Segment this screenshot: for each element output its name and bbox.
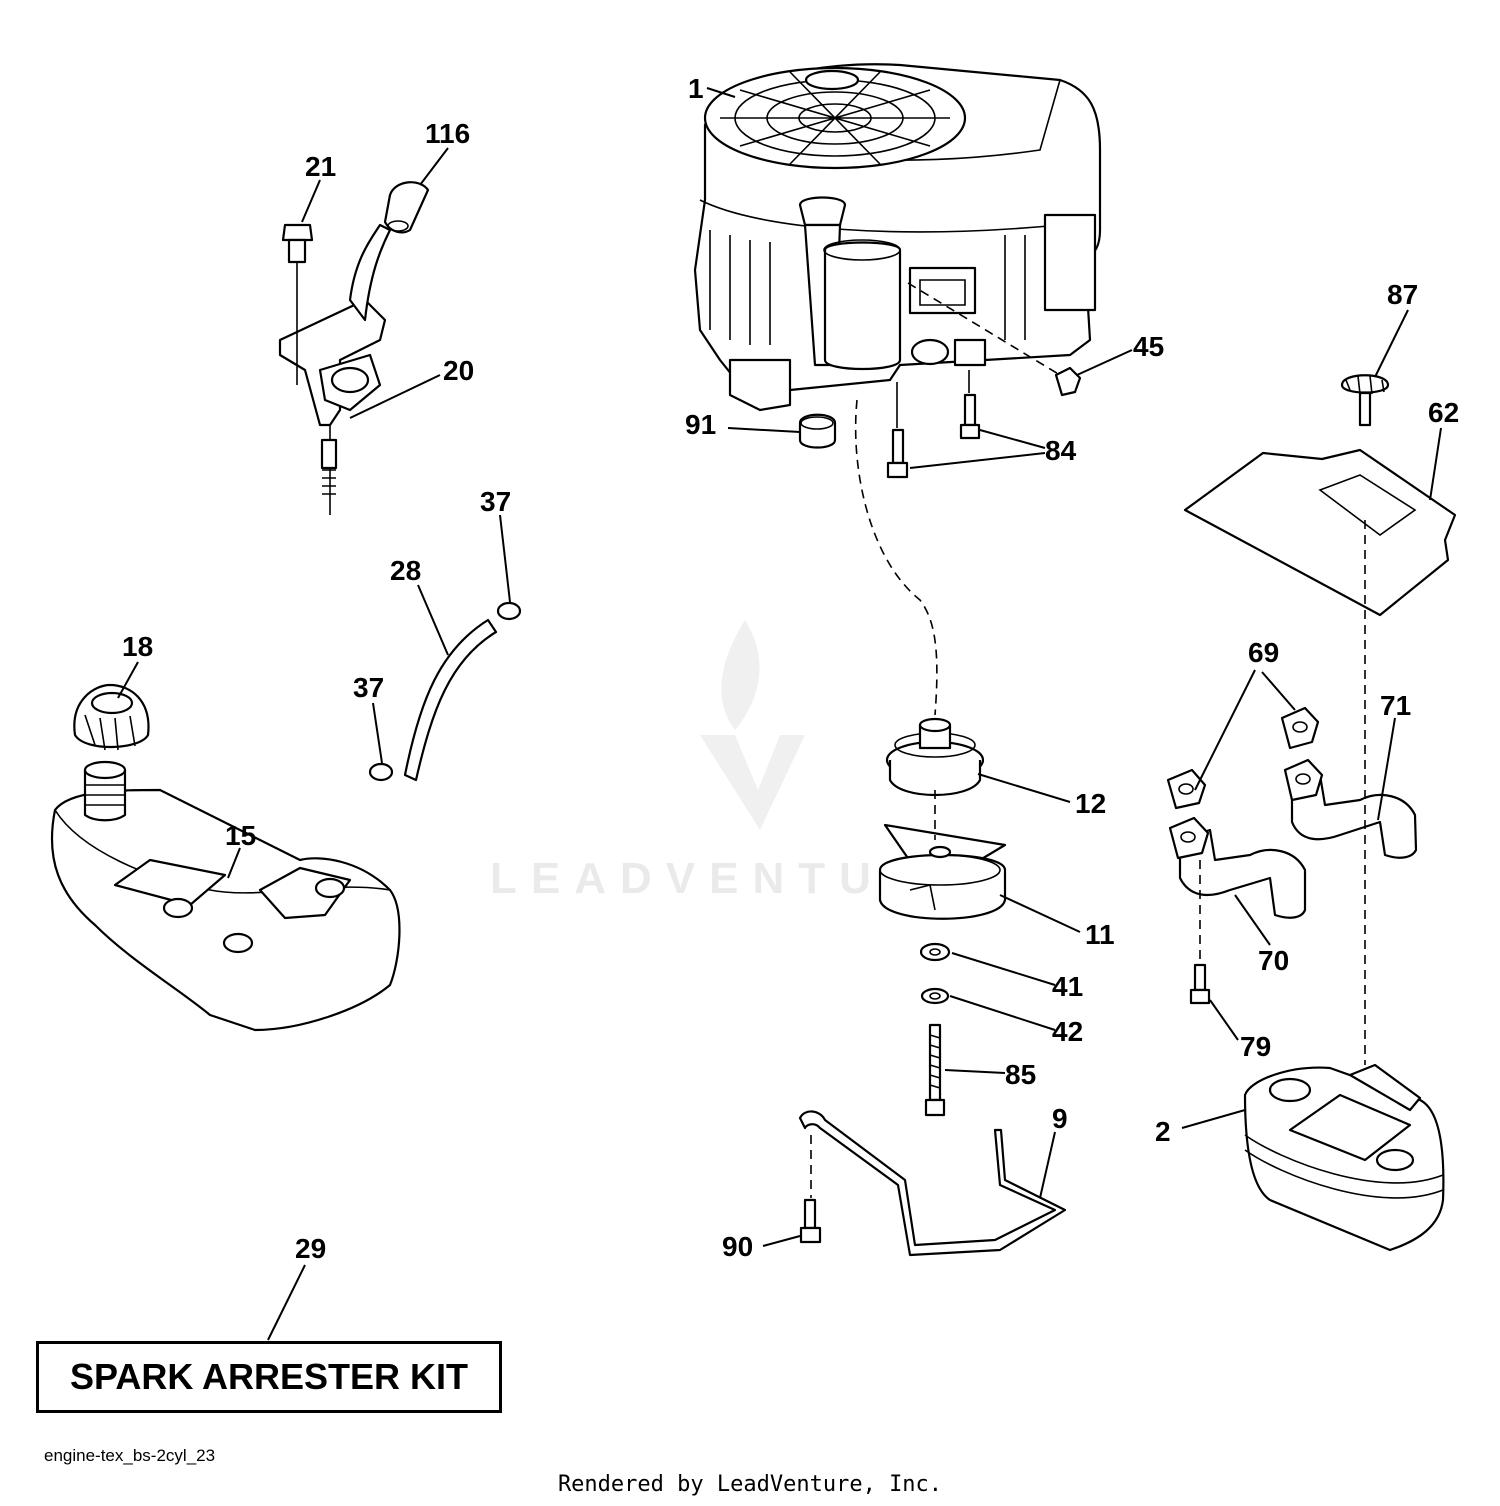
callout-79: 79 <box>1240 1031 1271 1062</box>
callout-37-lower: 37 <box>353 672 384 703</box>
engine <box>693 63 1102 412</box>
fuel-line <box>368 601 522 782</box>
spark-arrester-kit-label: SPARK ARRESTER KIT <box>69 1356 469 1397</box>
callout-91: 91 <box>685 409 716 440</box>
callout-21: 21 <box>305 151 336 182</box>
callout-45: 45 <box>1133 331 1164 362</box>
callout-41: 41 <box>1052 971 1083 1002</box>
callout-11: 11 <box>1085 919 1115 950</box>
callout-84: 84 <box>1045 435 1077 466</box>
callout-42: 42 <box>1052 1016 1083 1047</box>
callout-2: 2 <box>1155 1116 1171 1147</box>
engine-hardware <box>798 366 1082 479</box>
callout-69: 69 <box>1248 637 1279 668</box>
render-credit: Rendered by LeadVenture, Inc. <box>557 1472 943 1497</box>
callout-18: 18 <box>122 631 153 662</box>
callout-87: 87 <box>1387 279 1418 310</box>
callout-20: 20 <box>443 355 474 386</box>
heat-shield <box>1183 374 1457 617</box>
clutch-assembly <box>878 717 1007 1117</box>
callout-37-upper: 37 <box>480 486 511 517</box>
callout-116: 116 <box>425 118 470 149</box>
spark-arrester-kit-box: SPARK ARRESTER KIT <box>36 1341 502 1413</box>
callout-labels: 1 116 21 20 45 87 91 84 62 37 28 18 37 1… <box>122 73 1459 1264</box>
throttle-control <box>278 181 430 515</box>
callout-70: 70 <box>1258 945 1289 976</box>
centerlines <box>810 282 1366 1198</box>
leader-lines <box>117 87 1442 1341</box>
callout-29: 29 <box>295 1233 326 1264</box>
drawing-id: engine-tex_bs-2cyl_23 <box>44 1446 216 1465</box>
exhaust-pipes <box>1166 706 1418 1005</box>
callout-71: 71 <box>1380 690 1411 721</box>
callout-15: 15 <box>225 820 256 851</box>
callout-85: 85 <box>1005 1059 1036 1090</box>
callout-90: 90 <box>722 1231 753 1262</box>
fuel-tank <box>50 683 401 1032</box>
muffler <box>1243 1063 1445 1252</box>
callout-9: 9 <box>1052 1103 1068 1134</box>
callout-62: 62 <box>1428 397 1459 428</box>
clutch-bracket <box>798 1110 1067 1257</box>
callout-12: 12 <box>1075 788 1106 819</box>
callout-1: 1 <box>688 73 704 104</box>
callout-28: 28 <box>390 555 421 586</box>
